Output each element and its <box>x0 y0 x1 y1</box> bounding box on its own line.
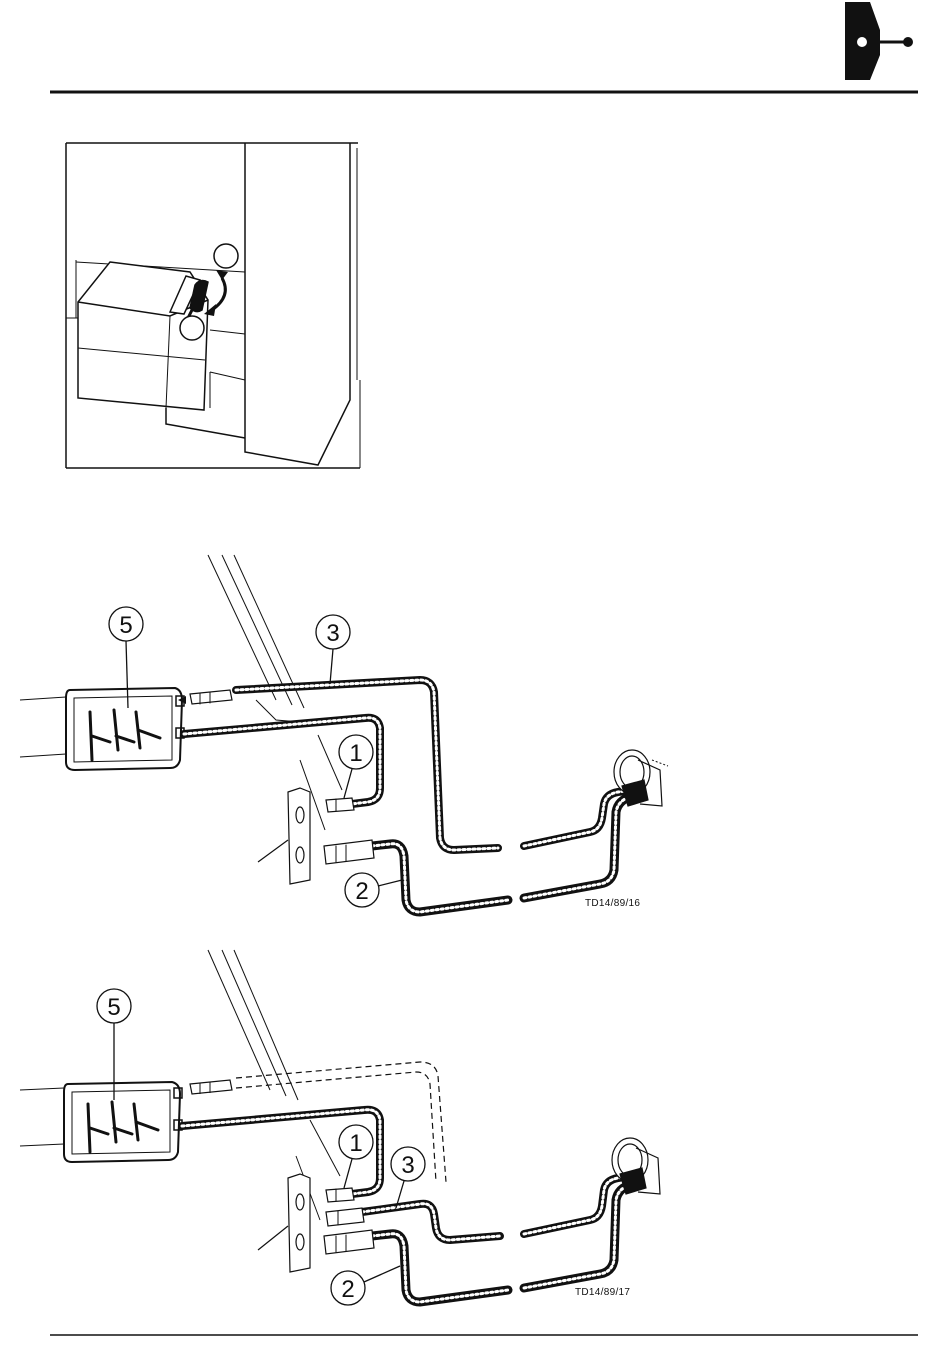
callout-label: 3 <box>326 620 339 647</box>
figure-code: TD14/89/17 <box>575 1287 630 1298</box>
callout-label: 2 <box>341 1276 354 1303</box>
figure-code: TD14/89/16 <box>585 898 640 909</box>
callout-label: 2 <box>355 878 368 905</box>
callout-label: 1 <box>349 740 362 767</box>
control-valve-block <box>66 688 184 770</box>
hose-3-top <box>178 680 498 850</box>
figure-top <box>20 555 668 912</box>
callout-2-top <box>345 873 402 907</box>
inset-figure <box>66 143 360 468</box>
control-valve-block <box>64 1082 182 1162</box>
header <box>50 2 918 92</box>
callout-label: 5 <box>119 612 132 639</box>
connection-tab-icon <box>845 2 913 80</box>
callout-label: 3 <box>401 1152 414 1179</box>
callout-label: 5 <box>107 994 120 1021</box>
callout-label: 1 <box>349 1130 362 1157</box>
